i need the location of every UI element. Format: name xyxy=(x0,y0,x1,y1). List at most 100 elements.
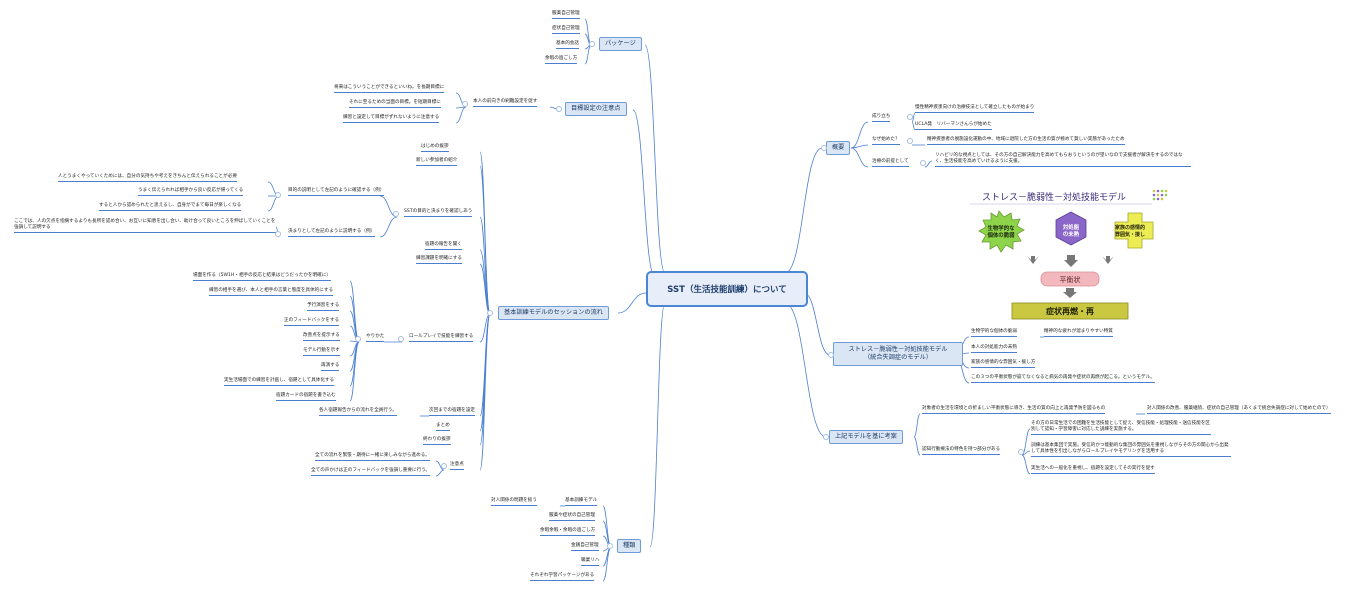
collapse-toggle[interactable] xyxy=(355,336,361,342)
stress-item[interactable]: 本人の対処能力の未熟 xyxy=(971,345,1017,353)
howto-step[interactable]: 正のフィードバックをする xyxy=(284,318,340,326)
session-step[interactable]: SSTの目的と決まりを確認しあう xyxy=(404,209,473,217)
rules-text[interactable]: ここでは、人の欠点を指摘するよりも長所を認め合い、お互いに知恵を出し合い、助け合… xyxy=(14,219,276,233)
session-step[interactable]: 宿題の報告を聞く xyxy=(425,242,462,250)
roleplay-howto[interactable]: やりかた xyxy=(366,334,385,342)
caution-item[interactable]: 全ての流れを緊張・期待に一緒に楽しみながら進める。 xyxy=(315,453,430,461)
session-step[interactable]: 注意点 xyxy=(450,462,464,470)
purpose-item[interactable]: うまく伝えられれば相手から良い反応が帰ってくる xyxy=(138,188,244,196)
purpose-explain[interactable]: 目的の説明として左記のように確認する（例） xyxy=(288,188,385,196)
why-text[interactable]: 精神疾患者の脱施設化運動の中、地域に退院した方の生活の質が極めて貧しい実態があっ… xyxy=(927,137,1125,145)
package-item[interactable]: 余暇の過ごし方 xyxy=(545,56,578,64)
howto-step[interactable]: 再演する xyxy=(321,363,340,371)
collapse-toggle[interactable] xyxy=(462,101,468,107)
howto-step[interactable]: 実生活場面での練習を計画し、宿題として具体化する xyxy=(224,378,335,386)
origin-item[interactable]: UCLA発 リバーマンさんらが始めた xyxy=(915,122,992,130)
model-right-1: 家族の感情的 xyxy=(1115,224,1145,231)
consider-feature[interactable]: 認知行動療法の特色を持つ部分がある xyxy=(922,447,1001,455)
session-step[interactable]: ロールプレイで技能を練習する xyxy=(409,334,474,342)
goal-item[interactable]: 練習と設定して目標がずれないように注意する xyxy=(343,115,440,123)
collapse-toggle[interactable] xyxy=(823,434,829,440)
goal-item[interactable]: 将来はこういうことができるといいね。を長期目標に xyxy=(334,85,445,93)
feature-item[interactable]: 訓練は基本集団で実施。受信的かつ能動的な集団の雰囲気を重視しながらその方の関心か… xyxy=(1031,443,1231,457)
central-topic[interactable]: SST（生活技能訓練）について xyxy=(646,271,808,307)
stress-bio-note[interactable]: 精神的な疲れが溜まりやすい特質 xyxy=(1044,329,1113,337)
howto-step[interactable]: 予行演習をする xyxy=(307,303,340,311)
stress-item[interactable]: 生物学的な個体の脆弱 xyxy=(971,329,1017,337)
connector-line xyxy=(850,144,869,149)
goal-sub[interactable]: 本人の前向きの刷難設定を促す xyxy=(473,99,538,107)
topic-package[interactable]: パッケージ xyxy=(599,37,642,51)
collapse-toggle[interactable] xyxy=(589,41,595,47)
types-item[interactable]: 基本訓練モデル xyxy=(565,498,598,506)
howto-step[interactable]: 宿題カードの宿題を書き込む xyxy=(276,393,336,401)
types-item[interactable]: 職業リハ xyxy=(581,558,600,566)
connector-line xyxy=(602,546,612,582)
topic-overview[interactable]: 概要 xyxy=(826,141,851,155)
howto-step[interactable]: 練習の相手を選び、本人と相手の言葉と態度を具体的にする xyxy=(209,288,334,296)
collapse-toggle[interactable] xyxy=(828,352,834,358)
collapse-toggle[interactable] xyxy=(275,231,281,237)
model-result: 症状再燃・再 xyxy=(1046,306,1094,316)
types-basic-note[interactable]: 対人関係の問題を扱う xyxy=(491,498,537,506)
package-item[interactable]: 症状自己管理 xyxy=(552,26,580,34)
stress-summary[interactable]: この３つの平衡状態が崩てなくなると病気の再発や症状の再燃が起こる。というモデル。 xyxy=(971,375,1155,383)
connector-line xyxy=(850,121,869,149)
caution-item[interactable]: 全ての声かけは正のフィードバックを強調し重要に行う。 xyxy=(311,468,431,476)
purpose-item[interactable]: 人とうまくやっていくためには、自分の気持ちや考えをきちんと伝えられることが必要 xyxy=(58,174,237,182)
collapse-toggle[interactable] xyxy=(907,114,913,120)
origin-item[interactable]: 慢性精神疾患向けの治療技法として確立したものが始まり xyxy=(915,105,1035,113)
collapse-toggle[interactable] xyxy=(1018,449,1024,455)
collapse-toggle[interactable] xyxy=(607,543,613,549)
collapse-toggle[interactable] xyxy=(275,192,281,198)
package-item[interactable]: 基本的会話 xyxy=(556,41,579,49)
connector-line xyxy=(479,313,491,471)
overview-origin[interactable]: 成り立ち xyxy=(872,114,891,122)
feature-item[interactable]: その方の日常生活での困難を生活技能として捉え、受信技能・処理技能・送信技能を区別… xyxy=(1031,421,1211,435)
session-step[interactable]: 新しい参加者の紹介 xyxy=(416,158,458,166)
topic-stress-model[interactable]: ストレス－脆弱性－対処技能モデル （統合失調症のモデル） xyxy=(833,342,963,366)
session-step[interactable]: はじめの挨拶 xyxy=(421,144,449,152)
goal-item[interactable]: それに至るための当面の目標。を短期目標に xyxy=(349,100,441,108)
consider-target[interactable]: 対象者の生活を環境との折ましい平衡状態に導き、生活の質の向上と再発予防を図るもの xyxy=(922,406,1106,414)
coping-hexagon xyxy=(1055,211,1087,246)
overview-why[interactable]: なぜ始めた？ xyxy=(872,137,900,145)
howto-step[interactable]: 改善点を提示する xyxy=(303,333,340,341)
session-step[interactable]: 練習課題を明確にする xyxy=(416,256,462,264)
collapse-toggle[interactable] xyxy=(556,106,562,112)
feature-item[interactable]: 実生活への一般化を重視し、宿題を設定してその実行を促す xyxy=(1031,466,1155,474)
treatment-text[interactable]: リハビリ的な視点としては、その方の自己解決能力を高めてもらおうというのが望いなの… xyxy=(935,153,1191,167)
types-item[interactable]: 余暇余暇・余暇の過ごし方 xyxy=(540,528,596,536)
topic-session[interactable]: 基本訓練モデルのセッションの流れ xyxy=(498,306,609,320)
purpose-item[interactable]: すると人から認められたと思えるし、自身がでまて毎日が楽しくなる xyxy=(99,203,242,211)
collapse-toggle[interactable] xyxy=(487,310,493,316)
collapse-toggle[interactable] xyxy=(398,336,404,342)
collapse-toggle[interactable] xyxy=(920,160,926,166)
howto-step[interactable]: モデル行動を示す xyxy=(303,348,340,356)
consider-target-note[interactable]: 対人関係の改善、服薬継続、症状の自己管理（あくまで統合失調症に対して始めたので） xyxy=(1147,406,1331,414)
collapse-toggle[interactable] xyxy=(441,463,447,469)
package-item[interactable]: 服薬自己管理 xyxy=(552,11,580,19)
topic-goal[interactable]: 目標設定の注意点 xyxy=(565,102,627,116)
rules-explain[interactable]: 決まりとして左記のように説明する（例） xyxy=(288,229,376,237)
types-item[interactable]: それぞれ学習パッケージがある xyxy=(530,573,595,581)
next-homework-note[interactable]: 各人宿題報告からの流れを全員行う。 xyxy=(319,408,397,416)
session-step[interactable]: 終わりの挨拶 xyxy=(423,437,451,445)
howto-step[interactable]: 場面を作る（5W1H・相手の反応と結果はどうだったかを明確に） xyxy=(193,273,331,281)
stress-item[interactable]: 家族の感情的な雰囲気・援し方 xyxy=(971,360,1036,368)
topic-types[interactable]: 種類 xyxy=(617,539,642,553)
session-step[interactable]: まとめ xyxy=(436,423,450,431)
types-item[interactable]: 金銭自己管理 xyxy=(571,543,599,551)
overview-treatment[interactable]: 治療の前提として xyxy=(872,159,909,167)
stress-model-figure: ストレス－脆弱性－対処技能モデル 生物学的な 個体の脆弱 対処能 の未熟 家族の… xyxy=(968,186,1178,326)
topic-consider[interactable]: 上記モデルを基に考案 xyxy=(829,430,903,444)
collapse-toggle[interactable] xyxy=(907,138,913,144)
collapse-toggle[interactable] xyxy=(821,145,827,151)
types-item[interactable]: 服薬や症状の自己管理 xyxy=(549,513,595,521)
session-step[interactable]: 次回までの宿題を設定 xyxy=(429,408,475,416)
connector-line xyxy=(924,160,933,168)
connector-line xyxy=(435,469,445,477)
connector-line xyxy=(1021,450,1031,456)
model-dots-icon xyxy=(1152,189,1168,201)
collapse-toggle[interactable] xyxy=(393,211,399,217)
